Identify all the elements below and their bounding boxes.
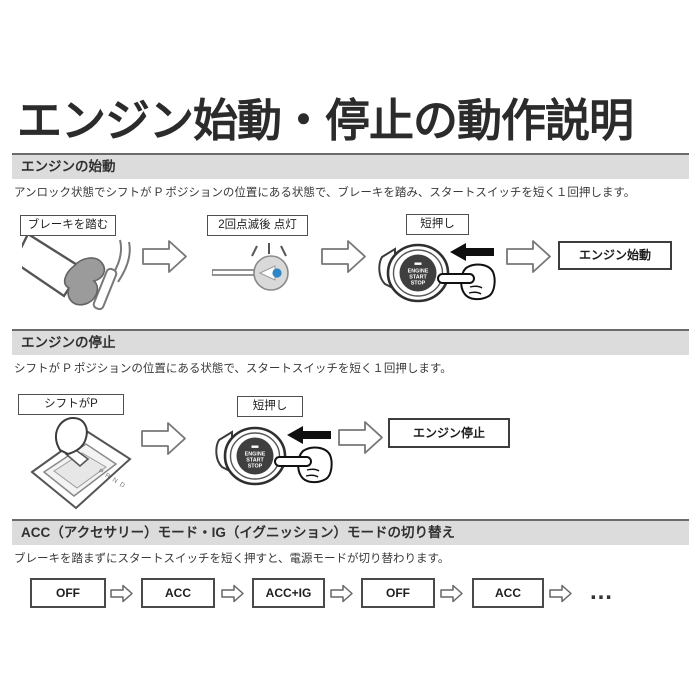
- flow-arrow-icon: [549, 584, 572, 603]
- result-box-engine-start: エンジン始動: [558, 241, 672, 270]
- flow-arrow-icon: [338, 421, 383, 454]
- section-header-label: ACC（アクセサリー）モード・IG（イグニッション）モードの切り替え: [21, 525, 456, 540]
- mode-box-acc-1: ACC: [141, 578, 215, 608]
- mode-box-off-2: OFF: [361, 578, 435, 608]
- flow-arrow-icon: [141, 422, 186, 455]
- flow-arrow-icon: [440, 584, 463, 603]
- section-header-label: エンジンの始動: [21, 159, 116, 174]
- mode-box-acc-ig: ACC+IG: [252, 578, 325, 608]
- step-label-blink-then-on: 2回点滅後 点灯: [207, 215, 308, 236]
- section-description-mode-switch: ブレーキを踏まずにスタートスイッチを短く押すと、電源モードが切り替わります。: [14, 553, 450, 565]
- button-text-line3: STOP: [248, 464, 263, 470]
- brake-pedal-icon: [22, 236, 131, 311]
- button-text-line2: START: [246, 458, 264, 464]
- engine-start-button-icon: ENGINE START STOP: [215, 426, 333, 486]
- step-label-shift-in-p: シフトがP: [18, 394, 124, 415]
- mode-box-acc-2: ACC: [472, 578, 544, 608]
- result-box-engine-stop: エンジン停止: [388, 418, 510, 448]
- flow-arrow-icon: [330, 584, 353, 603]
- section-header-label: エンジンの停止: [21, 335, 116, 350]
- flow-arrow-icon: [321, 240, 366, 273]
- pointing-hand-icon: [437, 263, 496, 301]
- page-title: エンジン始動・停止の動作説明: [17, 95, 634, 146]
- press-direction-arrow-icon: [450, 243, 494, 261]
- button-text-line1: ENGINE: [408, 269, 429, 275]
- step-label-short-press-2: 短押し: [237, 396, 303, 417]
- button-text-line3: STOP: [411, 281, 426, 287]
- mode-box-off-1: OFF: [30, 578, 106, 608]
- flow-arrow-icon: [110, 584, 133, 603]
- engine-start-button-icon: ENGINE START STOP: [378, 243, 496, 303]
- cycle-continues-ellipsis: …: [589, 578, 614, 605]
- section-header-engine-start: エンジンの始動: [12, 153, 689, 179]
- section-description-engine-start: アンロック状態でシフトが P ポジションの位置にある状態で、ブレーキを踏み、スタ…: [14, 187, 636, 199]
- press-direction-arrow-icon: [287, 426, 331, 444]
- step-label-short-press-1: 短押し: [406, 214, 469, 235]
- step-label-press-brake: ブレーキを踏む: [20, 215, 116, 236]
- button-text-line1: ENGINE: [245, 452, 266, 458]
- gear-shifter-icon: P R N D: [30, 416, 132, 510]
- flow-arrow-icon: [506, 240, 551, 273]
- indicator-lamp-icon: [212, 243, 289, 291]
- blue-led-dot: [272, 268, 282, 278]
- section-header-engine-stop: エンジンの停止: [12, 329, 689, 355]
- button-text-line2: START: [409, 275, 427, 281]
- section-header-mode-switch: ACC（アクセサリー）モード・IG（イグニッション）モードの切り替え: [12, 519, 689, 545]
- section-description-engine-stop: シフトが P ポジションの位置にある状態で、スタートスイッチを短く１回押します。: [14, 363, 452, 375]
- flow-arrow-icon: [221, 584, 244, 603]
- pointing-hand-icon: [274, 446, 333, 484]
- flow-arrow-icon: [142, 240, 187, 273]
